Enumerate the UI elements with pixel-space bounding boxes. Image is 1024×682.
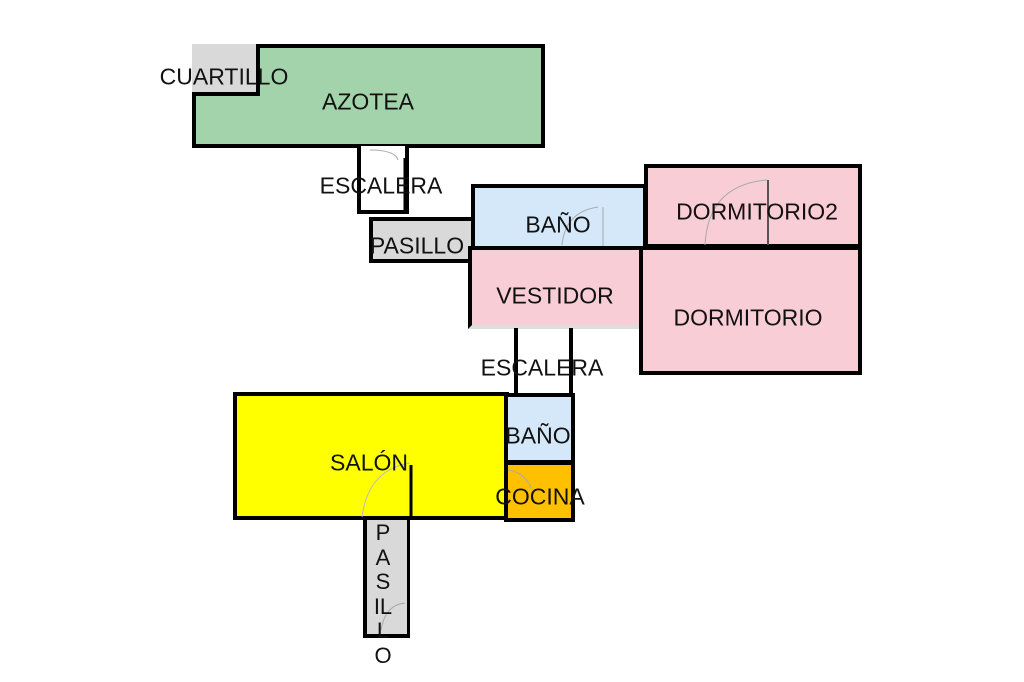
escalera-mid-wall-left [514, 328, 518, 394]
room-dormitorio [639, 246, 862, 375]
door-arc-salon [361, 462, 411, 518]
door-arc-bano [561, 206, 599, 246]
label-bano-bottom: BAÑO [505, 422, 571, 449]
label-azotea: AZOTEA [321, 88, 415, 115]
door-arc-dormitorio2 [704, 179, 768, 246]
label-escalera-mid: ESCALERA [480, 354, 604, 381]
door-arc-escalera [369, 149, 399, 161]
label-pasillo-top: PASILLO [369, 232, 465, 259]
room-pasillo-top [369, 217, 475, 263]
door-arc-pasillo [380, 602, 406, 631]
door-arc-cocina [507, 469, 533, 491]
label-pasillo-bottom: PASILLO [373, 520, 393, 668]
room-cocina [504, 461, 575, 522]
label-bano-top: BAÑO [525, 211, 591, 238]
escalera-mid-wall-right [569, 328, 573, 394]
label-vestidor: VESTIDOR [496, 282, 614, 309]
label-cocina: COCINA [495, 483, 585, 510]
label-dormitorio2: DORMITORIO2 [676, 198, 838, 225]
room-pasillo-bottom [363, 516, 410, 638]
room-vestidor [468, 246, 644, 329]
label-escalera-top: ESCALERA [319, 172, 443, 199]
label-dormitorio: DORMITORIO [673, 304, 823, 331]
room-bano-bottom [504, 393, 575, 464]
label-salon: SALÓN [330, 449, 408, 476]
room-escalera-top [357, 146, 409, 214]
label-cuartillo: CUARTILLO [159, 63, 289, 90]
room-cuartillo [192, 44, 260, 96]
